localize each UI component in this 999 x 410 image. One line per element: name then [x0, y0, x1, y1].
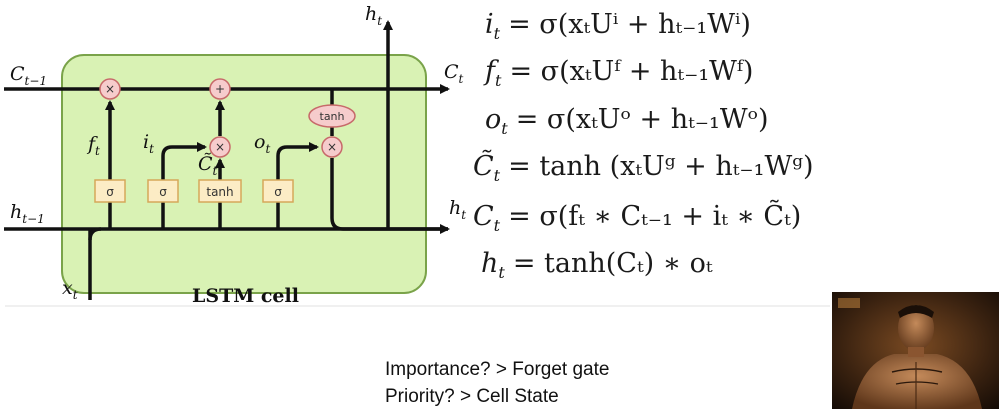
svg-text:×: × — [105, 82, 115, 96]
svg-text:σ: σ — [106, 185, 114, 199]
output-mul-op: × — [321, 136, 343, 158]
label-h-prev: ht−1 — [10, 201, 45, 226]
cell-title: LSTM cell — [192, 285, 299, 307]
equation-o: ot= σ(xₜUᵒ + hₜ₋₁Wᵒ) — [485, 104, 769, 138]
portrait-photo — [832, 292, 999, 409]
svg-text:Ct= σ(fₜ ∗ Cₜ₋₁ + iₜ ∗ C̃ₜ): Ct= σ(fₜ ∗ Cₜ₋₁ + iₜ ∗ C̃ₜ) — [473, 199, 801, 235]
svg-text:+: + — [215, 82, 225, 96]
input-arrow — [161, 142, 207, 180]
svg-text:σ: σ — [159, 185, 167, 199]
h-out-path — [330, 158, 450, 234]
label-f: ft — [86, 133, 100, 158]
label-c-next: Ct — [444, 61, 464, 86]
label-o: ot — [254, 131, 270, 156]
label-i: it — [143, 131, 154, 156]
input-gate: σ — [147, 179, 179, 203]
caption-line-cell-state: Priority? > Cell State — [385, 386, 559, 407]
add-op: + — [209, 78, 231, 100]
tanh-op: tanh — [308, 104, 356, 128]
svg-text:×: × — [327, 140, 337, 154]
label-h-top: ht — [365, 3, 382, 28]
svg-text:ft= σ(xₜUᶠ + hₜ₋₁Wᶠ): ft= σ(xₜUᶠ + hₜ₋₁Wᶠ) — [483, 56, 753, 90]
x-input-curve — [88, 227, 102, 241]
lstm-figure: × + × × tanh σ σ tanh σ Ct−1 ht−1 xt ht … — [4, 3, 830, 307]
output-gate: σ — [262, 179, 294, 203]
equation-h: ht= tanh(Cₜ) ∗ oₜ — [481, 248, 713, 282]
caption-line-forget: Importance? > Forget gate — [385, 359, 610, 380]
equation-i: it= σ(xₜUⁱ + hₜ₋₁Wⁱ) — [485, 9, 751, 43]
caption: Importance? > Forget gate Priority? > Ce… — [385, 356, 609, 410]
forget-mul-op: × — [99, 78, 121, 100]
svg-text:tanh: tanh — [206, 185, 233, 199]
svg-text:ot= σ(xₜUᵒ + hₜ₋₁Wᵒ): ot= σ(xₜUᵒ + hₜ₋₁Wᵒ) — [485, 104, 769, 138]
equation-f: ft= σ(xₜUᶠ + hₜ₋₁Wᶠ) — [483, 56, 753, 90]
label-x-in: xt — [62, 277, 78, 302]
svg-text:it= σ(xₜUⁱ + hₜ₋₁Wⁱ): it= σ(xₜUⁱ + hₜ₋₁Wⁱ) — [485, 9, 751, 43]
svg-text:ht= tanh(Cₜ) ∗ oₜ: ht= tanh(Cₜ) ∗ oₜ — [481, 248, 713, 282]
equation-c: Ct= σ(fₜ ∗ Cₜ₋₁ + iₜ ∗ C̃ₜ) — [473, 199, 801, 235]
svg-text:×: × — [215, 140, 225, 154]
input-mul-op: × — [209, 136, 231, 158]
svg-text:tanh: tanh — [320, 110, 345, 123]
svg-text:C̃t= tanh (xₜUᵍ + hₜ₋₁Wᵍ): C̃t= tanh (xₜUᵍ + hₜ₋₁Wᵍ) — [473, 149, 814, 185]
equation-c-tilde: C̃t= tanh (xₜUᵍ + hₜ₋₁Wᵍ) — [473, 149, 814, 185]
label-c-prev: Ct−1 — [10, 63, 47, 88]
forget-gate: σ — [94, 179, 126, 203]
svg-text:σ: σ — [274, 185, 282, 199]
label-h-next: ht — [449, 197, 466, 222]
candidate-gate: tanh — [198, 179, 242, 203]
label-c-tilde: C̃t — [198, 153, 218, 178]
output-arrow — [276, 142, 319, 180]
